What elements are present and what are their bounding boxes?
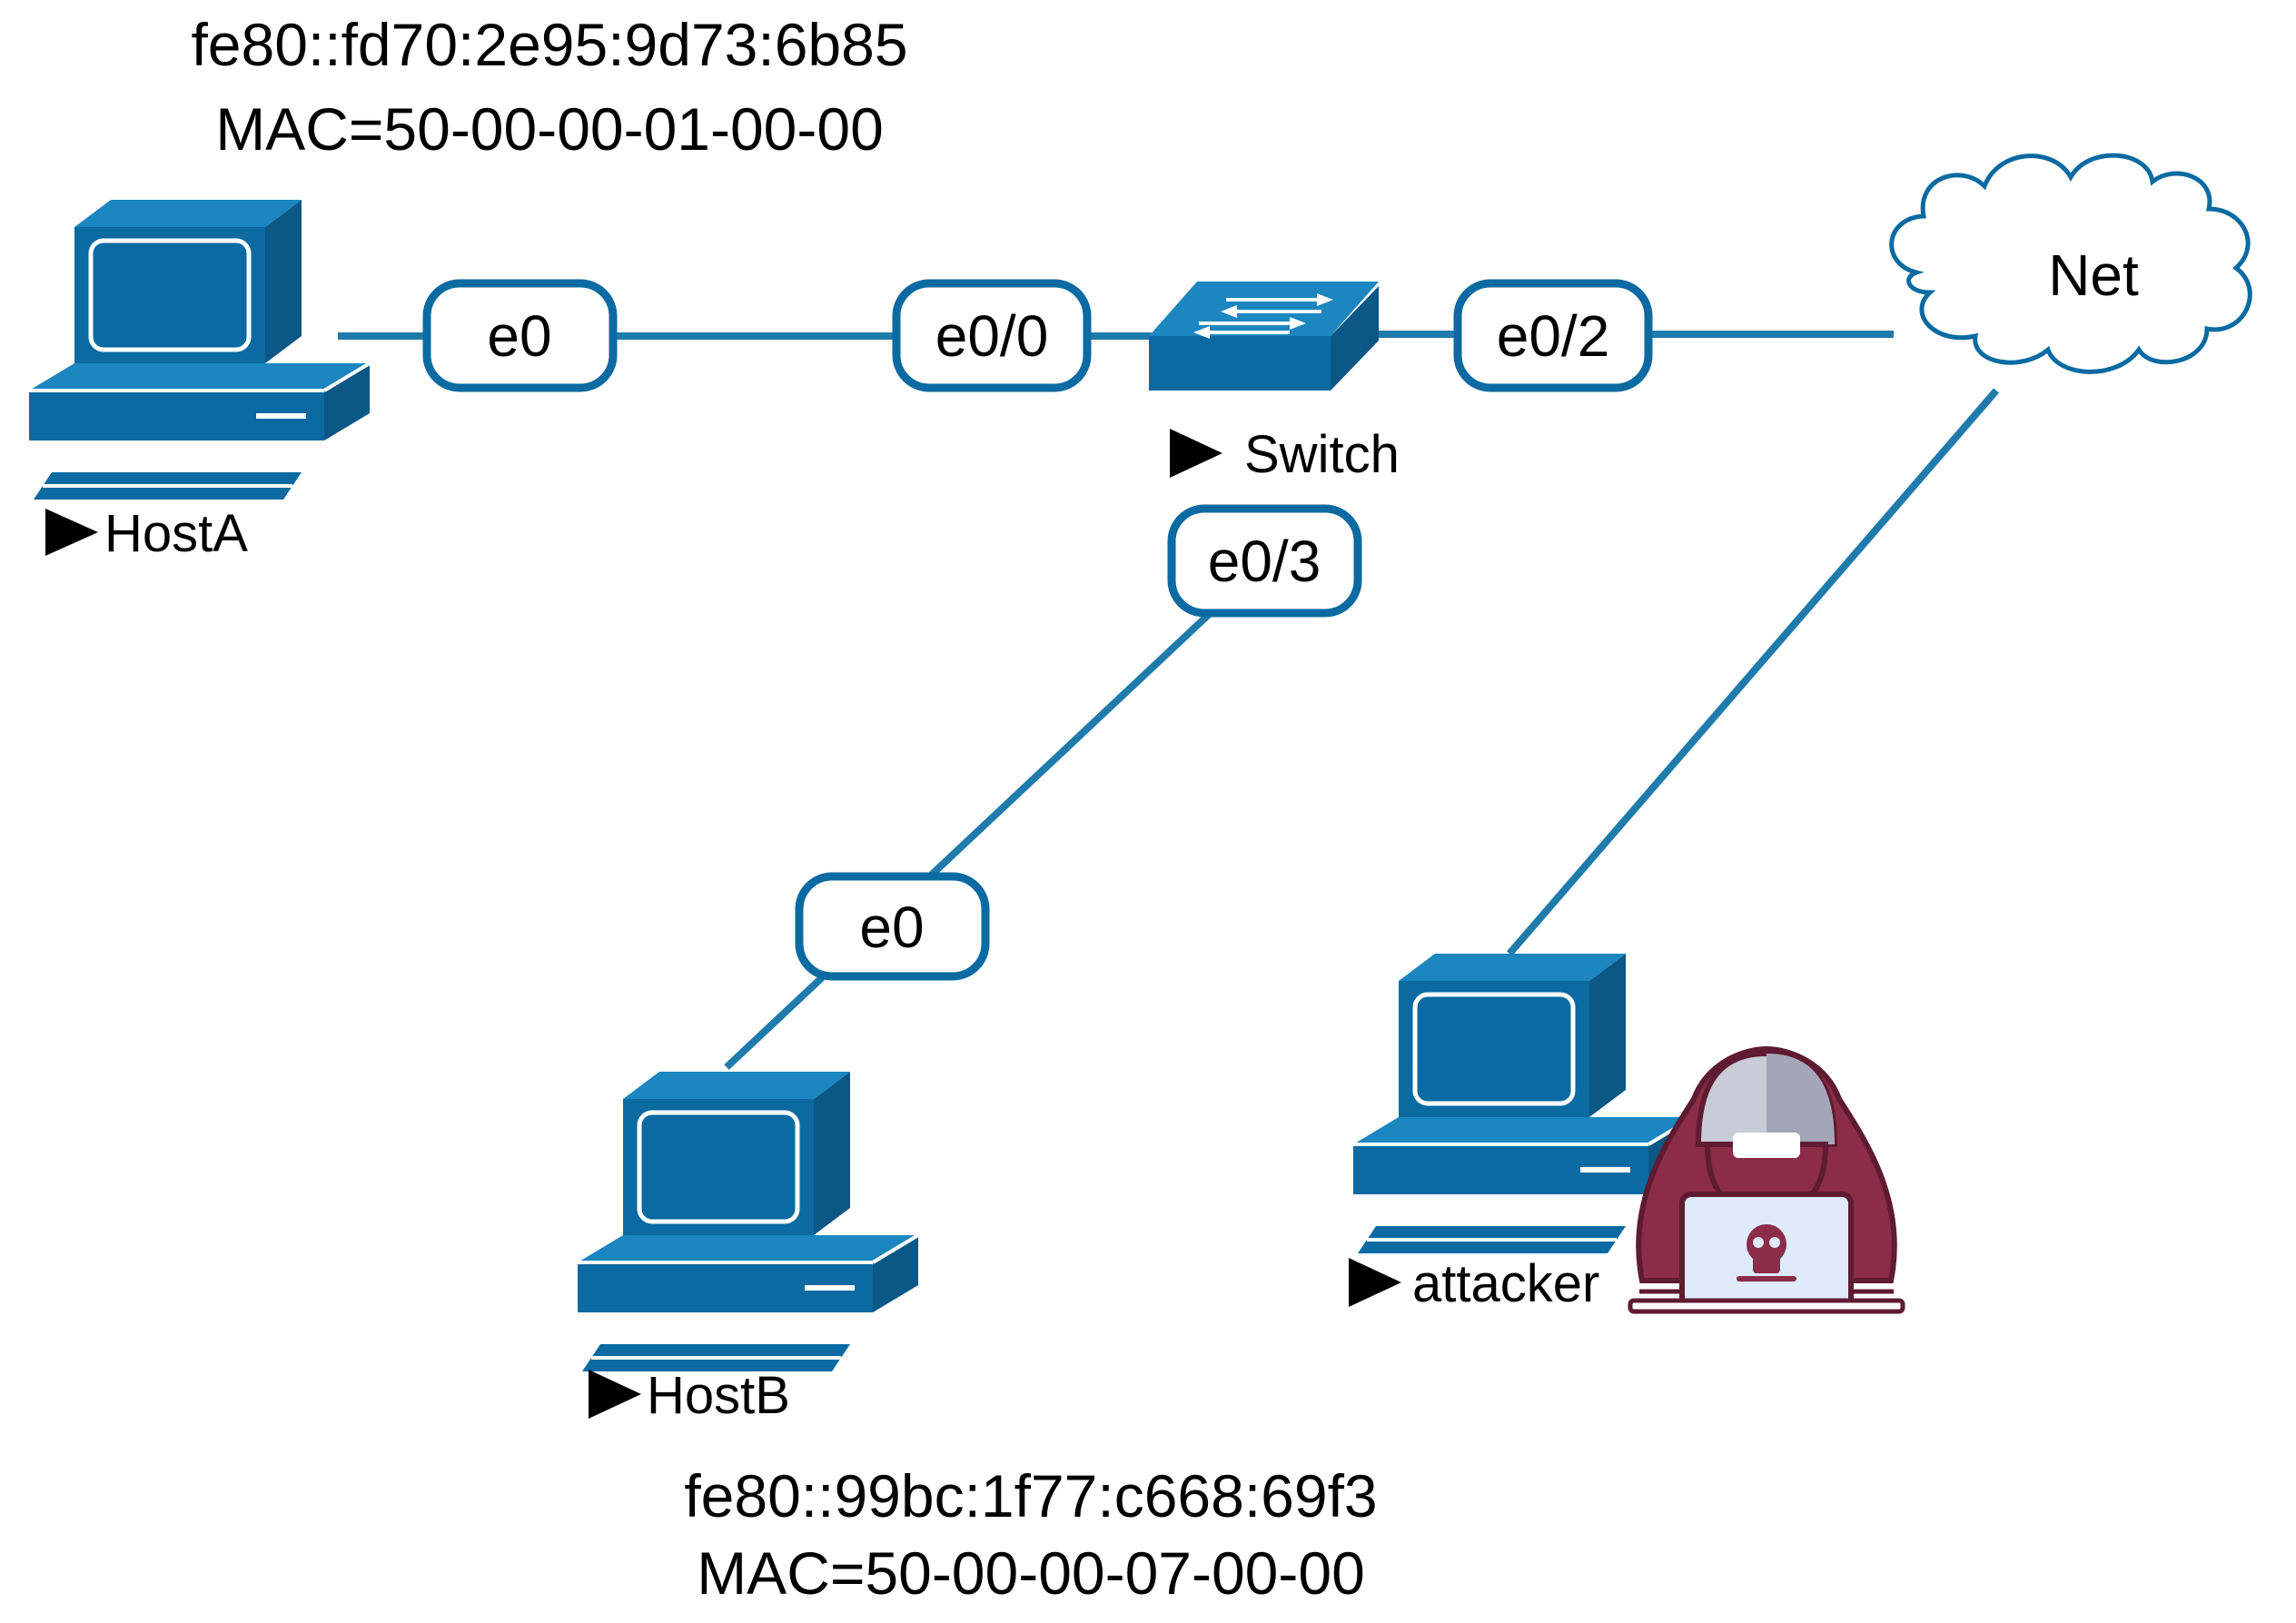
cloud-icon[interactable]: Net: [1889, 153, 2252, 374]
hostB-name: HostB: [647, 1366, 790, 1425]
desktop-computer-icon[interactable]: [29, 200, 370, 500]
interface-label: e0: [859, 895, 924, 960]
hostA-address-block: fe80::fd70:2e95:9d73:6b85 MAC=50-00-00-0…: [191, 11, 907, 163]
hostA-label[interactable]: HostA: [45, 504, 248, 563]
play-triangle-icon: [45, 509, 98, 556]
play-triangle-icon: [1170, 429, 1222, 478]
attacker-label[interactable]: attacker: [1349, 1254, 1599, 1313]
play-triangle-icon: [589, 1370, 641, 1419]
desktop-computer-icon[interactable]: [578, 1072, 918, 1371]
interface-badge-switch-e0-3[interactable]: e0/3: [1167, 504, 1362, 618]
link-switch-hostB: [724, 604, 1220, 1070]
links: [338, 331, 2000, 1070]
interface-label: e0/3: [1208, 529, 1321, 594]
hostA-name: HostA: [104, 504, 248, 563]
network-switch-icon[interactable]: [1149, 282, 1379, 391]
interface-label: e0/2: [1497, 303, 1610, 369]
interface-badge-hostB-e0[interactable]: e0: [795, 872, 990, 981]
interface-badge-hostA-e0[interactable]: e0: [422, 279, 618, 392]
play-triangle-icon: [1349, 1258, 1401, 1307]
hostB-label[interactable]: HostB: [589, 1366, 790, 1425]
interface-label: e0/0: [935, 303, 1049, 369]
switch-label[interactable]: Switch: [1170, 425, 1400, 484]
switch-name: Switch: [1244, 425, 1400, 484]
hooded-hacker-icon: [1628, 1045, 1905, 1314]
skull-icon: [1737, 1224, 1796, 1282]
interface-badge-switch-e0-0[interactable]: e0/0: [892, 279, 1092, 392]
hostA-ipv6: fe80::fd70:2e95:9d73:6b85: [191, 11, 907, 78]
hostB-address-block: fe80::99bc:1f77:c668:69f3 MAC=50-00-00-0…: [684, 1462, 1377, 1607]
link-net-attacker: [1506, 388, 2000, 956]
hostB-mac: MAC=50-00-00-07-00-00: [697, 1539, 1365, 1607]
hostB-ipv6: fe80::99bc:1f77:c668:69f3: [684, 1462, 1377, 1529]
hostA-mac: MAC=50-00-00-01-00-00: [215, 95, 884, 163]
interface-badge-switch-e0-2[interactable]: e0/2: [1453, 279, 1653, 392]
interface-label: e0: [487, 303, 551, 369]
cloud-label: Net: [2048, 242, 2139, 308]
attacker-name: attacker: [1412, 1254, 1599, 1313]
